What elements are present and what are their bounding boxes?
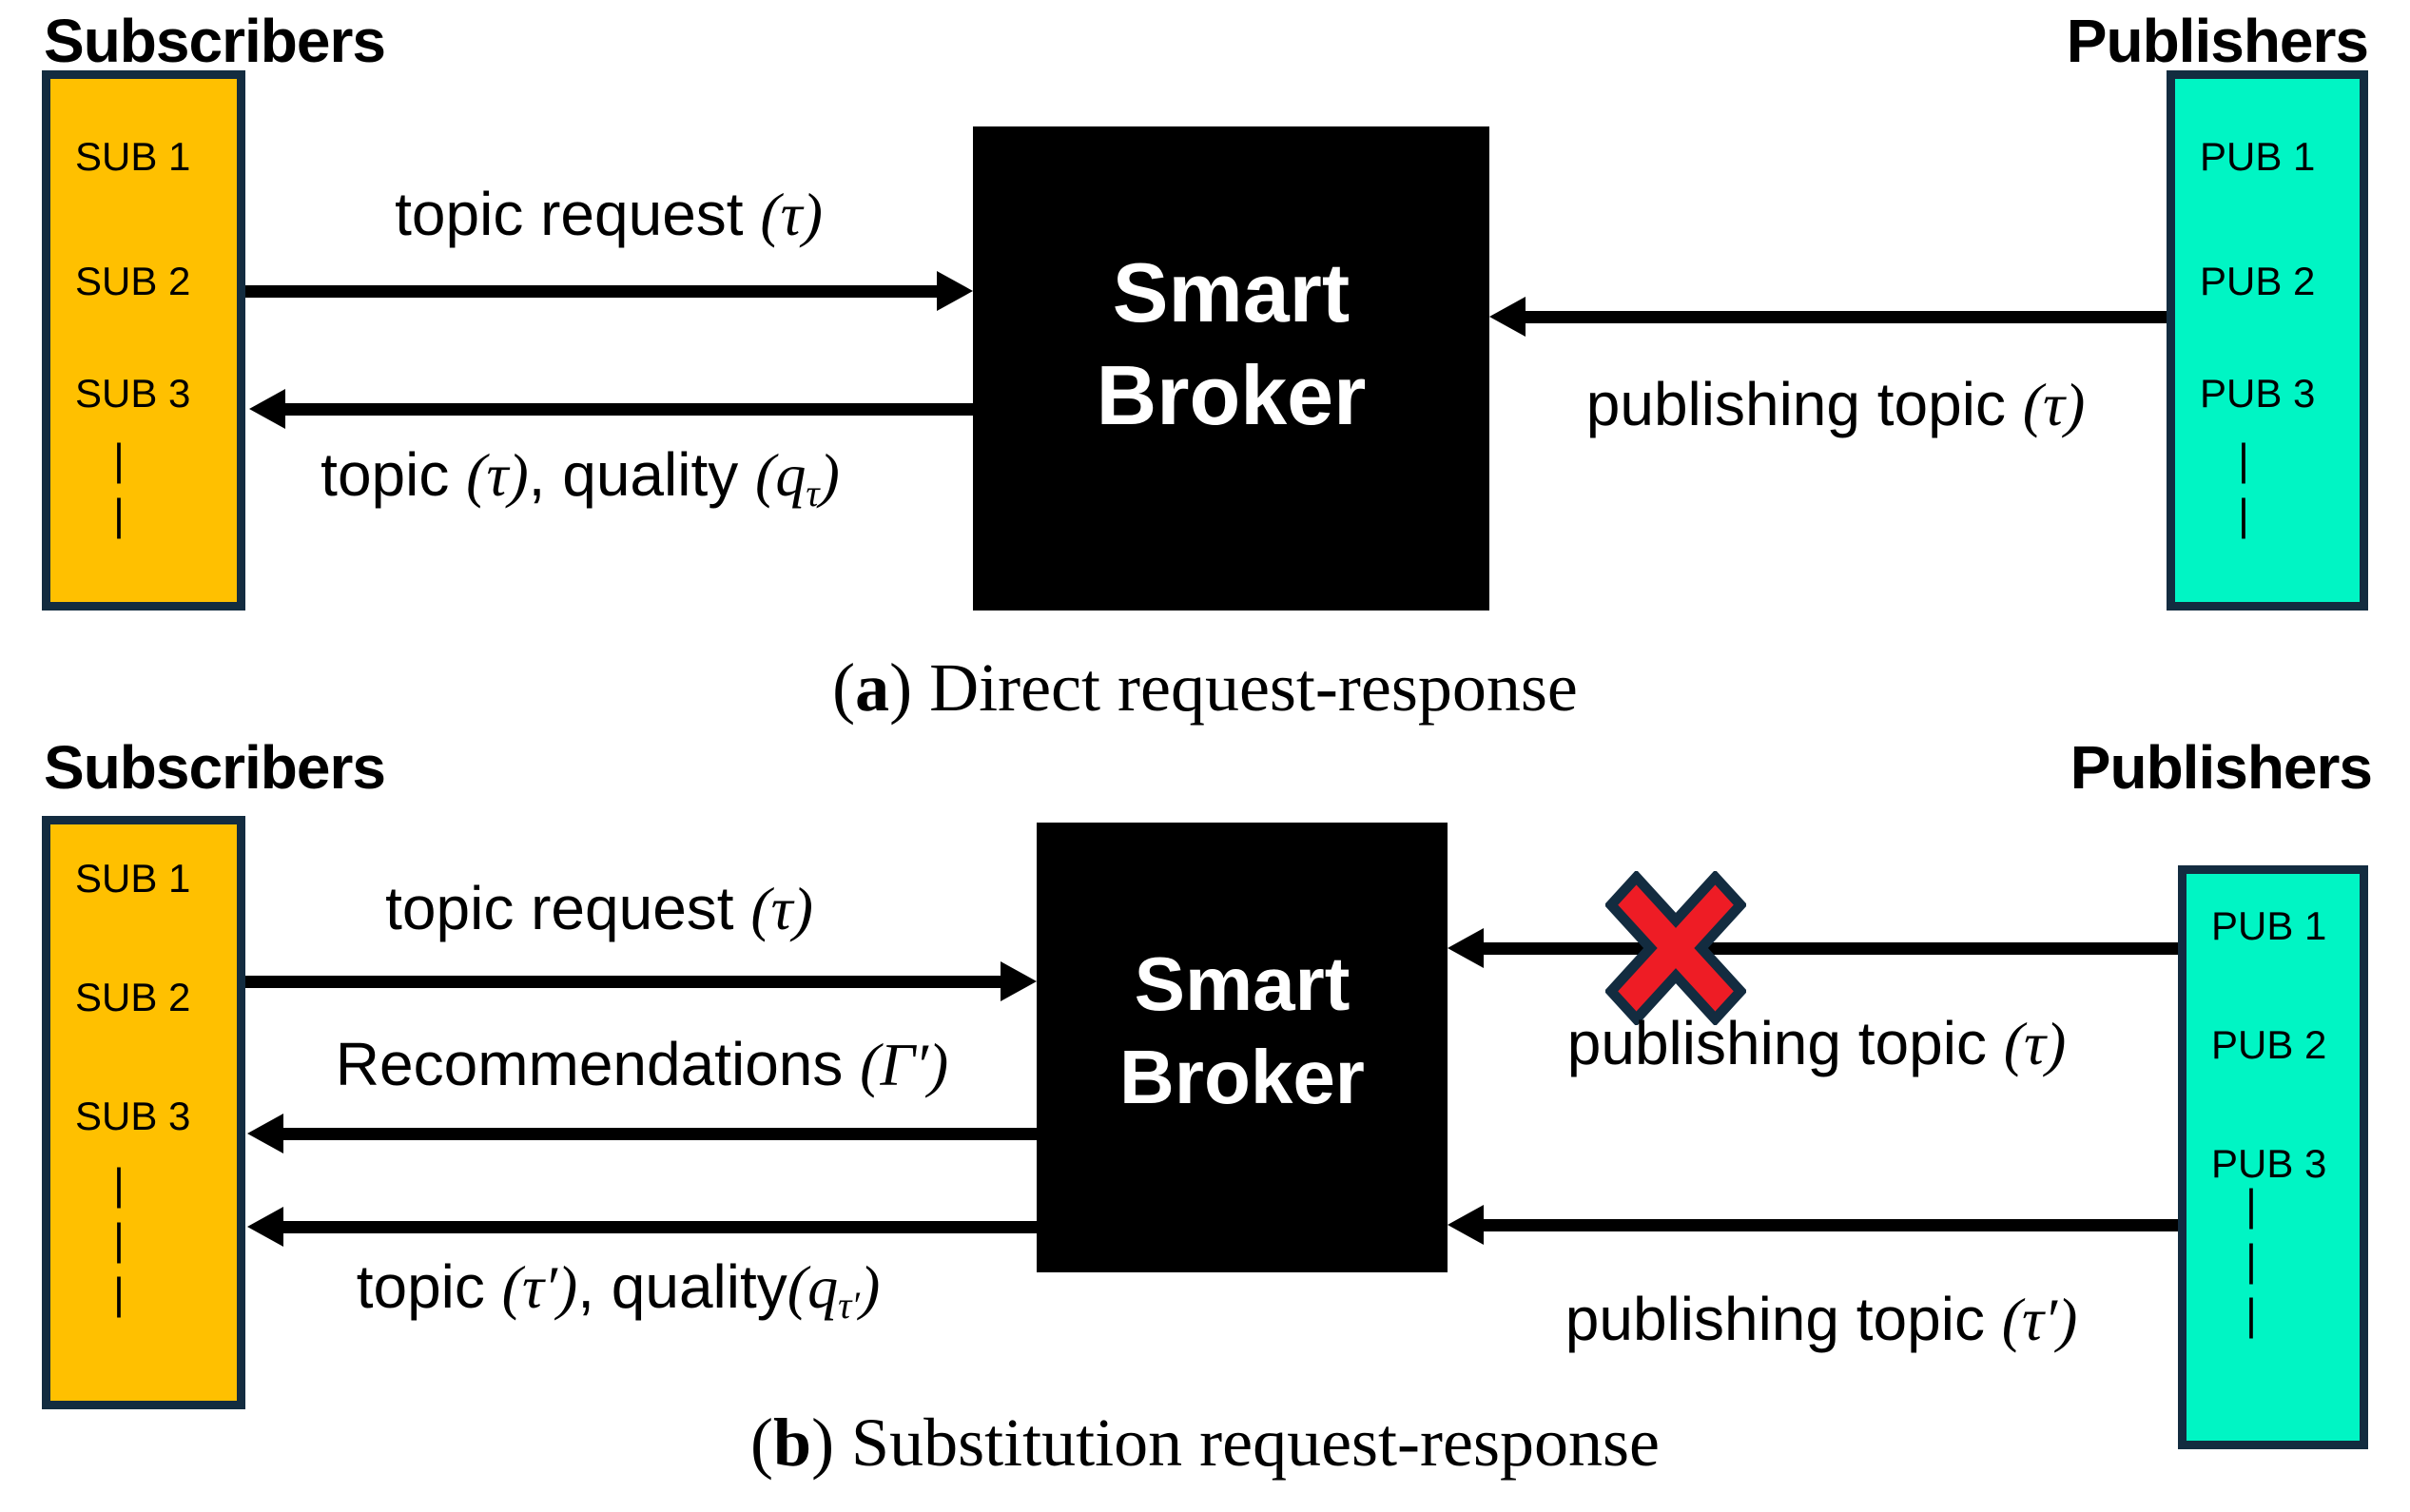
- publishers-box: PUB 1 PUB 2 PUB 3 | |: [2167, 70, 2368, 611]
- label-topic-quality: topic (τ′), quality(qτ′): [356, 1252, 881, 1328]
- ellipsis-marks: | | |: [2245, 1180, 2257, 1339]
- label-topic-quality: topic (τ), quality (qτ): [321, 440, 840, 515]
- label-publishing-topic: publishing topic (τ): [1585, 370, 2086, 438]
- subscriber-item: SUB 2: [75, 975, 191, 1019]
- arrow-head-left-icon: [247, 1207, 283, 1247]
- subscriber-item: SUB 3: [75, 371, 191, 416]
- publisher-item: PUB 1: [2211, 903, 2327, 948]
- publishers-box: PUB 1 PUB 2 PUB 3 | | |: [2178, 865, 2368, 1449]
- label-topic-request: topic request (τ): [395, 180, 823, 248]
- publishers-title: Publishers: [2066, 7, 2369, 75]
- label-publishing-topic-prime: publishing topic (τ′): [1565, 1285, 2078, 1353]
- arrow-head-left-icon: [1489, 297, 1526, 337]
- publisher-item: PUB 1: [2200, 134, 2316, 179]
- ellipsis-marks: | |: [113, 435, 125, 539]
- broker-label-line1: Smart: [1134, 940, 1351, 1026]
- subscribers-title: Subscribers: [44, 733, 386, 802]
- label-topic-request: topic request (τ): [385, 874, 813, 942]
- arrow-head-left-icon: [249, 389, 285, 429]
- publisher-item: PUB 3: [2211, 1141, 2327, 1186]
- arrow-shaft: [245, 285, 937, 298]
- broker-label-line1: Smart: [1112, 245, 1351, 340]
- broker-label-line2: Broker: [1096, 347, 1367, 442]
- ellipsis-marks: | |: [2238, 435, 2249, 539]
- arrow-shaft: [1484, 942, 2178, 955]
- smart-broker-box: Smart Broker: [973, 126, 1489, 611]
- arrow-shaft: [283, 1128, 1037, 1140]
- publisher-item: PUB 2: [2211, 1022, 2327, 1067]
- smart-broker-box: Smart Broker: [1037, 823, 1448, 1272]
- blocked-cross-icon: [1605, 871, 1746, 1025]
- arrow-head-left-icon: [247, 1114, 283, 1153]
- subscriber-item: SUB 2: [75, 259, 191, 303]
- subscriber-item: SUB 1: [75, 134, 191, 179]
- publisher-item: PUB 2: [2200, 259, 2316, 303]
- arrow-shaft: [1526, 311, 2167, 323]
- caption-b: (b) Substitution request-response: [750, 1405, 1660, 1481]
- broker-label-line2: Broker: [1119, 1034, 1365, 1119]
- arrow-head-right-icon: [1001, 961, 1037, 1001]
- label-publishing-topic: publishing topic (τ): [1566, 1009, 2067, 1077]
- arrow-shaft: [285, 403, 973, 416]
- publisher-item: PUB 3: [2200, 371, 2316, 416]
- subscriber-item: SUB 1: [75, 856, 191, 901]
- arrow-head-right-icon: [937, 271, 973, 311]
- subscribers-box: SUB 1 SUB 2 SUB 3 | | |: [42, 816, 245, 1409]
- subscriber-item: SUB 3: [75, 1094, 191, 1138]
- arrow-head-left-icon: [1448, 1205, 1484, 1245]
- arrow-shaft: [245, 976, 1001, 988]
- ellipsis-marks: | | |: [113, 1159, 125, 1318]
- subscribers-title: Subscribers: [44, 7, 386, 75]
- arrow-shaft: [1484, 1219, 2178, 1231]
- label-recommendations: Recommendations (Γ′): [335, 1030, 949, 1098]
- arrow-shaft: [283, 1221, 1037, 1233]
- publishers-title: Publishers: [2070, 733, 2373, 802]
- arrow-head-left-icon: [1448, 928, 1484, 968]
- subscribers-box: SUB 1 SUB 2 SUB 3 | |: [42, 70, 245, 611]
- caption-a: (a) Direct request-response: [832, 649, 1578, 726]
